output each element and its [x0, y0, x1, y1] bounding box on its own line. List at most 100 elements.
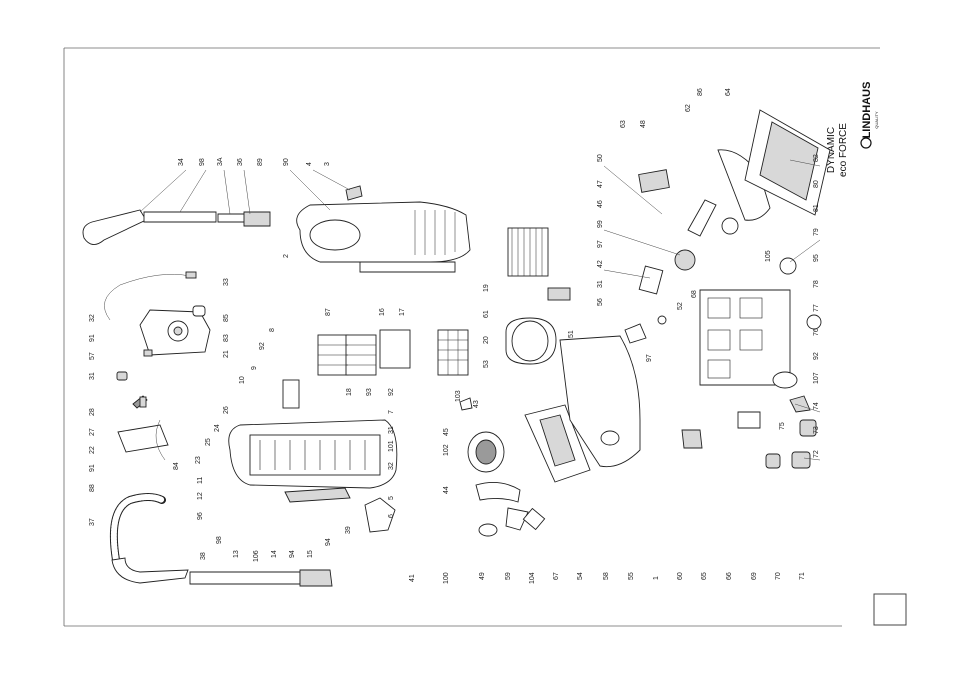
callout-labels-middle: 53 20 19 61 17 16 87 18 93 92 7 31 101 3… — [173, 154, 820, 494]
callout-57: 57 — [89, 352, 96, 360]
callout-2: 2 — [283, 254, 290, 258]
callout-labels-top: 34 98 3A 36 89 90 4 3 63 48 50 47 46 99 … — [178, 88, 732, 306]
callout-71: 71 — [799, 572, 806, 580]
callout-90: 90 — [283, 158, 290, 166]
callout-65: 65 — [701, 572, 708, 580]
callout-95: 95 — [813, 254, 820, 262]
callout-84: 84 — [173, 462, 180, 470]
callout-50: 50 — [597, 154, 604, 162]
callout-32: 32 — [89, 314, 96, 322]
callout-66: 66 — [726, 572, 733, 580]
motor — [459, 397, 546, 537]
callout-64: 64 — [725, 88, 732, 96]
callout-92: 92 — [388, 388, 395, 396]
callout-105: 105 — [765, 250, 772, 262]
callout-93: 93 — [366, 388, 373, 396]
callout-72: 72 — [813, 450, 820, 458]
callout-13: 13 — [233, 550, 240, 558]
callout-78: 78 — [813, 280, 820, 288]
callout-99: 99 — [597, 220, 604, 228]
callout-48: 48 — [640, 120, 647, 128]
callout-55: 55 — [628, 572, 635, 580]
callout-31-right: 31 — [597, 280, 604, 288]
callout-107: 107 — [813, 372, 820, 384]
motor-housing — [524, 335, 641, 483]
callout-61: 61 — [483, 310, 490, 318]
callout-86: 86 — [697, 88, 704, 96]
callout-88: 88 — [89, 484, 96, 492]
brand-block: DYNAMIC eco FORCE — [826, 123, 849, 177]
callout-101: 101 — [388, 440, 395, 452]
main-body — [228, 419, 398, 533]
callout-labels-bottom: 32 91 57 31 28 27 22 91 88 37 38 12 11 9… — [89, 314, 806, 584]
callout-56: 56 — [597, 298, 604, 306]
callout-63: 63 — [620, 120, 627, 128]
callout-80: 80 — [813, 180, 820, 188]
callout-68: 68 — [691, 290, 698, 298]
callout-73: 73 — [813, 426, 820, 434]
lindhaus-logo: LINDHAUS QUALITY — [860, 82, 879, 149]
callout-76: 76 — [813, 328, 820, 336]
callout-96: 96 — [197, 512, 204, 520]
callout-51: 51 — [568, 330, 575, 338]
leader-lines — [139, 159, 821, 461]
callout-12: 12 — [197, 492, 204, 500]
callout-102: 102 — [443, 444, 450, 456]
callout-8: 8 — [269, 328, 276, 332]
callout-92-left: 92 — [259, 342, 266, 350]
callout-94: 94 — [289, 550, 296, 558]
callout-42: 42 — [597, 260, 604, 268]
callout-38: 38 — [200, 552, 207, 560]
callout-47: 47 — [597, 180, 604, 188]
callout-49: 49 — [479, 572, 486, 580]
filter-cartridges — [505, 227, 571, 365]
callout-11: 11 — [197, 477, 204, 484]
logo-sub: QUALITY — [874, 111, 879, 128]
callout-97-mid: 97 — [646, 354, 653, 362]
callout-20: 20 — [483, 336, 490, 344]
base-plate — [681, 109, 831, 469]
callout-59: 59 — [505, 572, 512, 580]
callout-104: 104 — [529, 572, 536, 584]
callout-91-b: 91 — [89, 464, 96, 472]
callout-45: 45 — [443, 428, 450, 436]
callout-103: 103 — [455, 390, 462, 402]
callout-83: 83 — [223, 334, 230, 342]
logo-text: LINDHAUS — [861, 82, 873, 139]
callout-94-b: 94 — [325, 538, 332, 546]
callout-89: 89 — [257, 158, 264, 166]
callout-26: 26 — [223, 406, 230, 414]
brand-line1: DYNAMIC — [826, 127, 837, 173]
callout-33: 33 — [223, 278, 230, 286]
small-parts-left — [116, 349, 169, 461]
callout-97: 97 — [597, 240, 604, 248]
callout-85: 85 — [223, 314, 230, 322]
callout-106: 106 — [253, 550, 260, 562]
callout-9: 9 — [251, 366, 258, 370]
callout-52: 52 — [677, 302, 684, 310]
callout-21: 21 — [223, 350, 230, 358]
corner-box — [873, 593, 907, 626]
callout-28: 28 — [89, 408, 96, 416]
callout-67: 67 — [553, 572, 560, 580]
callout-4: 4 — [306, 162, 313, 166]
callout-91: 91 — [89, 334, 96, 342]
callout-25: 25 — [205, 438, 212, 446]
callout-98: 98 — [199, 158, 206, 166]
callout-58: 58 — [603, 572, 610, 580]
callout-54: 54 — [577, 572, 584, 580]
callout-19: 19 — [483, 284, 490, 292]
callout-82: 82 — [813, 154, 820, 162]
callout-37: 37 — [89, 518, 96, 526]
brand-line2: eco FORCE — [838, 123, 849, 177]
callout-6: 6 — [388, 514, 395, 518]
callout-69: 69 — [751, 572, 758, 580]
callout-22: 22 — [89, 446, 96, 454]
callout-44: 44 — [443, 486, 450, 494]
callout-23: 23 — [195, 456, 202, 464]
callout-27: 27 — [89, 428, 96, 436]
callout-81: 81 — [813, 204, 820, 212]
callout-87: 87 — [325, 308, 332, 316]
callout-77: 77 — [813, 304, 820, 312]
